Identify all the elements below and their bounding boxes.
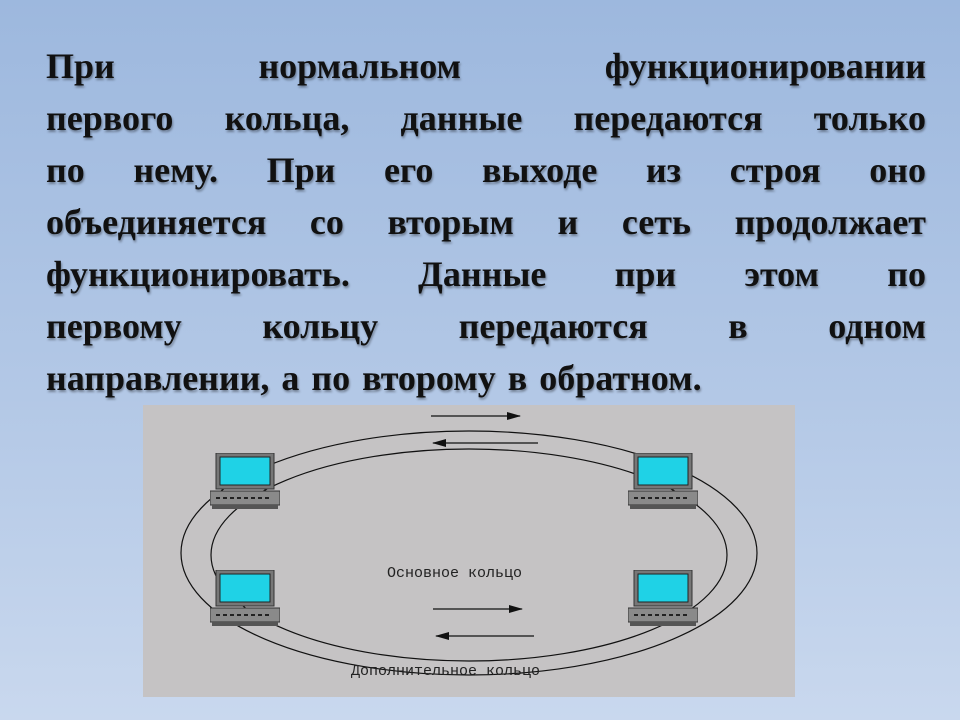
word: оно <box>869 150 926 190</box>
paragraph-line-3: по нему. При его выходе из строя оно <box>46 144 926 196</box>
word: сеть <box>621 202 691 242</box>
word: обратном. <box>539 358 702 398</box>
word: первому <box>46 306 182 346</box>
paragraph: При нормальном функционировании первого кол… <box>46 40 926 404</box>
word: передаются <box>573 98 763 138</box>
word: кольца, <box>224 98 350 138</box>
paragraph-line-4: объединяется со вторым и сеть продолжает <box>46 196 926 248</box>
word: только <box>813 98 926 138</box>
word: первого <box>46 98 174 138</box>
word: нормальном <box>258 46 462 86</box>
word: этом <box>744 254 819 294</box>
word: продолжает <box>734 202 926 242</box>
word: строя <box>729 150 821 190</box>
outer-ring <box>180 430 758 676</box>
word: при <box>614 254 677 294</box>
paragraph-line-5: функционировать. Данные при этом по <box>46 248 926 300</box>
word: кольцу <box>262 306 379 346</box>
word: нему. <box>133 150 218 190</box>
dual-ring-diagram: Основное кольцо Дополнительное кольцо <box>143 405 795 697</box>
word: и <box>557 202 579 242</box>
secondary-ring-label: Дополнительное кольцо <box>351 663 540 680</box>
word: а <box>281 358 300 398</box>
word: одном <box>828 306 926 346</box>
paragraph-line-2: первого кольца, данные передаются только <box>46 92 926 144</box>
word: из <box>645 150 682 190</box>
computer-icon <box>628 453 698 510</box>
word: в <box>507 358 528 398</box>
word: данные <box>400 98 523 138</box>
computer-icon <box>210 570 280 627</box>
word: по <box>46 150 85 190</box>
word: его <box>383 150 434 190</box>
word: функционировать. <box>46 254 350 294</box>
computer-icon <box>210 453 280 510</box>
word: функционировании <box>604 46 926 86</box>
word: При <box>46 46 115 86</box>
paragraph-line-1: При нормальном функционировании <box>46 40 926 92</box>
inner-ring <box>210 448 728 662</box>
word: по <box>887 254 926 294</box>
word: Данные <box>418 254 547 294</box>
dual-ring-svg: Основное кольцо Дополнительное кольцо <box>180 412 758 680</box>
word: со <box>309 202 344 242</box>
computer-icon <box>628 570 698 627</box>
paragraph-line-6: первому кольцу передаются в одном <box>46 300 926 352</box>
word: направлении, <box>46 358 270 398</box>
word: передаются <box>458 306 648 346</box>
word: При <box>266 150 336 190</box>
word: выходе <box>481 150 598 190</box>
word: в <box>728 306 748 346</box>
word: второму <box>362 358 496 398</box>
word: объединяется <box>46 202 267 242</box>
word: вторым <box>387 202 514 242</box>
primary-ring-label: Основное кольцо <box>387 565 522 582</box>
word: по <box>311 358 351 398</box>
